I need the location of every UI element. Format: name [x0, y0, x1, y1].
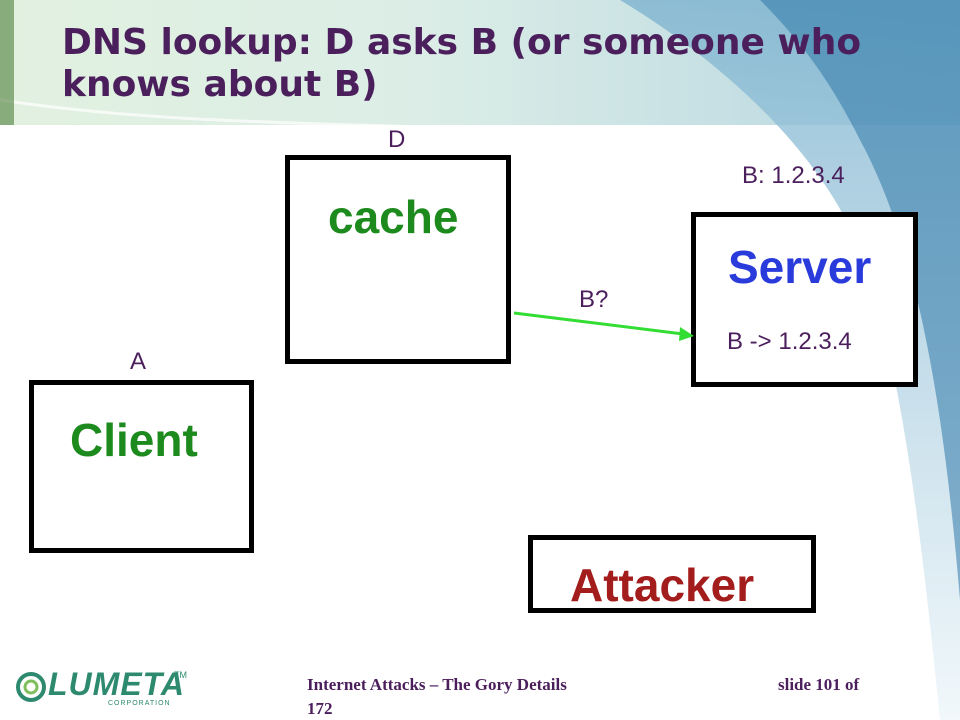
client-node-letter: A — [130, 348, 147, 375]
cache-node-letter: D — [388, 126, 406, 153]
server-record: B -> 1.2.3.4 — [727, 328, 852, 355]
server-box — [691, 212, 918, 387]
lumeta-logo: LUMETA TM CORPORATION — [14, 666, 187, 710]
client-box — [29, 380, 254, 553]
server-label: Server — [728, 241, 872, 293]
server-note: B: 1.2.3.4 — [742, 162, 845, 189]
footer-text: Internet Attacks – The Gory Details — [307, 675, 567, 694]
cache-label: cache — [328, 191, 459, 243]
attacker-box — [528, 535, 816, 613]
attacker-label: Attacker — [570, 559, 755, 611]
lumeta-logo-wordmark: LUMETA — [48, 666, 185, 702]
cache-box — [285, 155, 511, 364]
edge-label-query: B? — [579, 286, 609, 313]
lumeta-logo-sub: CORPORATION — [108, 700, 171, 707]
footer-slide-total: 172 — [307, 699, 333, 718]
lumeta-logo-icon — [16, 672, 46, 702]
client-label: Client — [70, 414, 198, 466]
lumeta-logo-tm: TM — [174, 670, 187, 680]
slide-title: DNS lookup: D asks B (or someone who kno… — [62, 22, 862, 105]
footer-slide-number: slide 101 of — [778, 675, 860, 694]
